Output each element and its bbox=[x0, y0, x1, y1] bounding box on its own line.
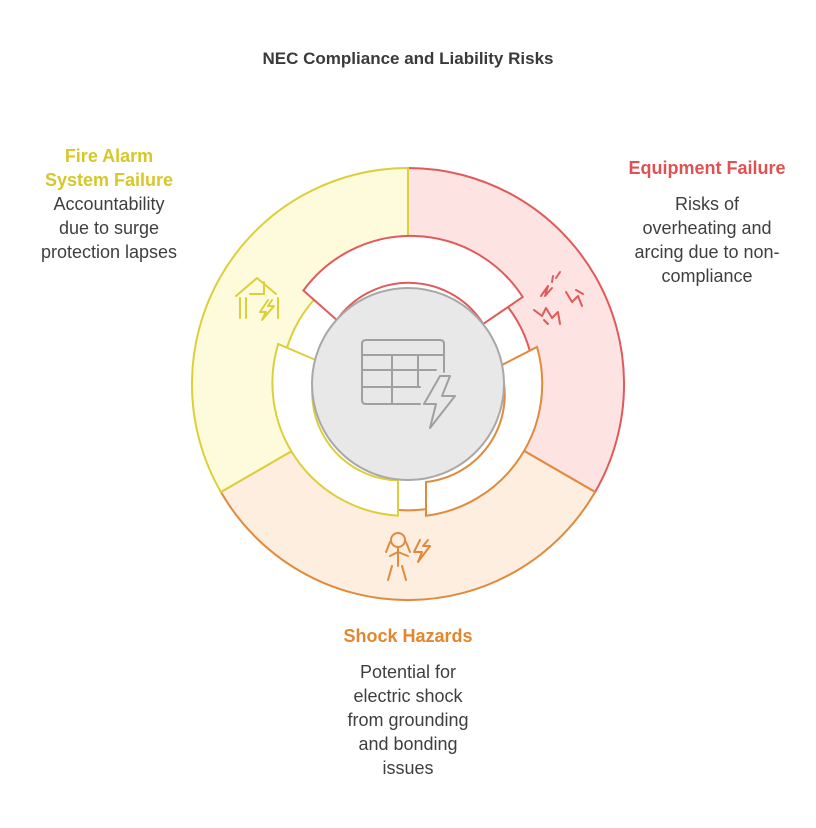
shock-hazards-description: Potential for electric shock from ground… bbox=[347, 662, 469, 778]
equipment-failure-title: Equipment Failure bbox=[628, 158, 786, 178]
equipment-connector bbox=[302, 234, 525, 326]
fire-alarm-title: Fire Alarm System Failure bbox=[44, 146, 174, 190]
shock-connector bbox=[271, 342, 399, 517]
house-lightning-icon bbox=[235, 277, 279, 321]
diagram-title: NEC Compliance and Liability Risks bbox=[262, 49, 554, 68]
fire-alarm-description: Accountability due to surge protection l… bbox=[40, 194, 178, 262]
equipment-failure-description: Risks of overheating and arcing due to n… bbox=[634, 194, 780, 286]
shock-hazards-title: Shock Hazards bbox=[343, 626, 473, 646]
center-circle bbox=[311, 287, 505, 481]
sparks-icon bbox=[533, 271, 584, 325]
fire-connector bbox=[425, 345, 544, 517]
shocked-person-icon bbox=[385, 532, 431, 581]
electrical-panel-lightning-icon bbox=[361, 339, 456, 429]
